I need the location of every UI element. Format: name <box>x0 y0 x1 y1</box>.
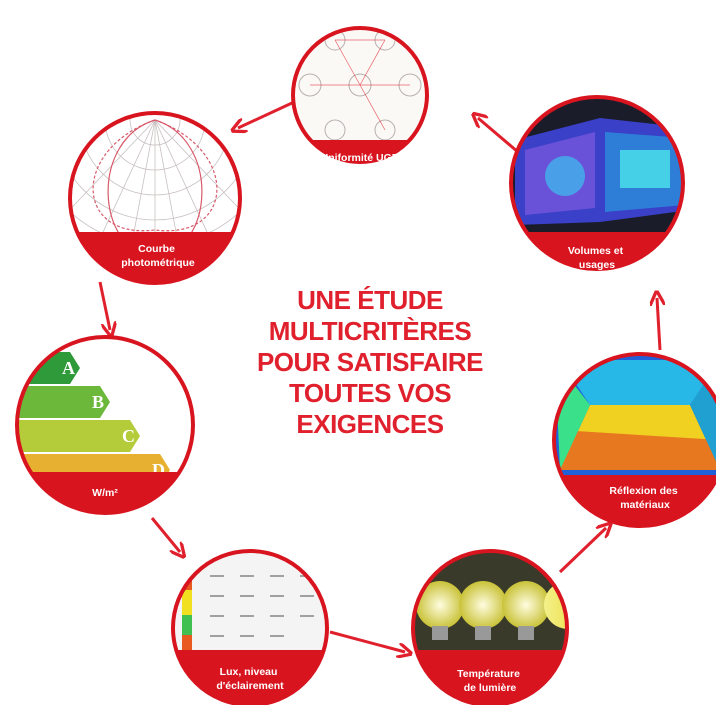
node-courbe-photometrique: Courbe photométrique <box>68 111 242 285</box>
title-line: EXIGENCES <box>296 409 444 439</box>
node-label: Lux, niveau d'éclairement <box>216 666 284 692</box>
label-line: Réflexion des <box>609 485 677 497</box>
label-line: usages <box>579 259 615 271</box>
node-label: Réflexion des matériaux <box>609 485 680 511</box>
label-line: d'éclairement <box>216 680 284 692</box>
energy-class-letter: C <box>122 426 135 446</box>
energy-class-letter: E <box>180 494 192 514</box>
energy-class-letter: A <box>62 358 75 378</box>
node-volumes-usages: Volumes et usages <box>509 95 685 271</box>
label-line: Lux, niveau <box>220 666 278 678</box>
arrow-volumes-to-ugr <box>478 118 519 154</box>
central-title: UNE ÉTUDE MULTICRITÈRES POUR SATISFAIRE … <box>250 285 490 440</box>
energy-class-letter: B <box>92 392 104 412</box>
label-line: photométrique <box>121 257 195 269</box>
bulb-icon <box>416 581 567 640</box>
label-line: Courbe <box>138 243 175 255</box>
arrow-wm2-to-lux <box>150 517 180 552</box>
label-line: matériaux <box>620 499 670 511</box>
node-label: Courbe photométrique <box>121 243 195 269</box>
title-line: POUR SATISFAIRE <box>256 347 484 377</box>
label-line: Température <box>457 668 520 680</box>
arrow-ugr-to-courbe <box>238 101 293 128</box>
node-label: Volumes et usages <box>568 245 626 271</box>
title-line: TOUTES VOS <box>288 378 452 408</box>
node-lux-eclairement: Lux, niveau d'éclairement <box>171 549 329 705</box>
node-temperature-lumiere: Température de lumière <box>411 549 569 705</box>
arrow-reflexion-to-volumes <box>657 298 660 351</box>
label-line: Volumes et <box>568 245 624 257</box>
arrow-courbe-to-wm2 <box>98 281 110 330</box>
cycle-arrows <box>98 101 660 652</box>
title-line: MULTICRITÈRES <box>268 316 472 346</box>
node-label: Uniformité UGR <box>321 152 400 164</box>
node-uniformite-ugr: Uniformité UGR <box>291 26 429 164</box>
label-line: Uniformité UGR <box>321 152 400 164</box>
node-reflexion-materiaux: Réflexion des matériaux <box>552 352 716 528</box>
label-line: de lumière <box>464 682 517 694</box>
arrow-lux-to-temperature <box>329 630 405 652</box>
arrow-temperature-to-reflexion <box>558 528 606 574</box>
node-label: Température de lumière <box>457 668 523 694</box>
label-line: W/m² <box>92 487 118 499</box>
node-wm2: A B C D E W/m² <box>15 335 195 515</box>
node-label: W/m² <box>92 487 118 499</box>
title-line: UNE ÉTUDE <box>297 285 443 315</box>
